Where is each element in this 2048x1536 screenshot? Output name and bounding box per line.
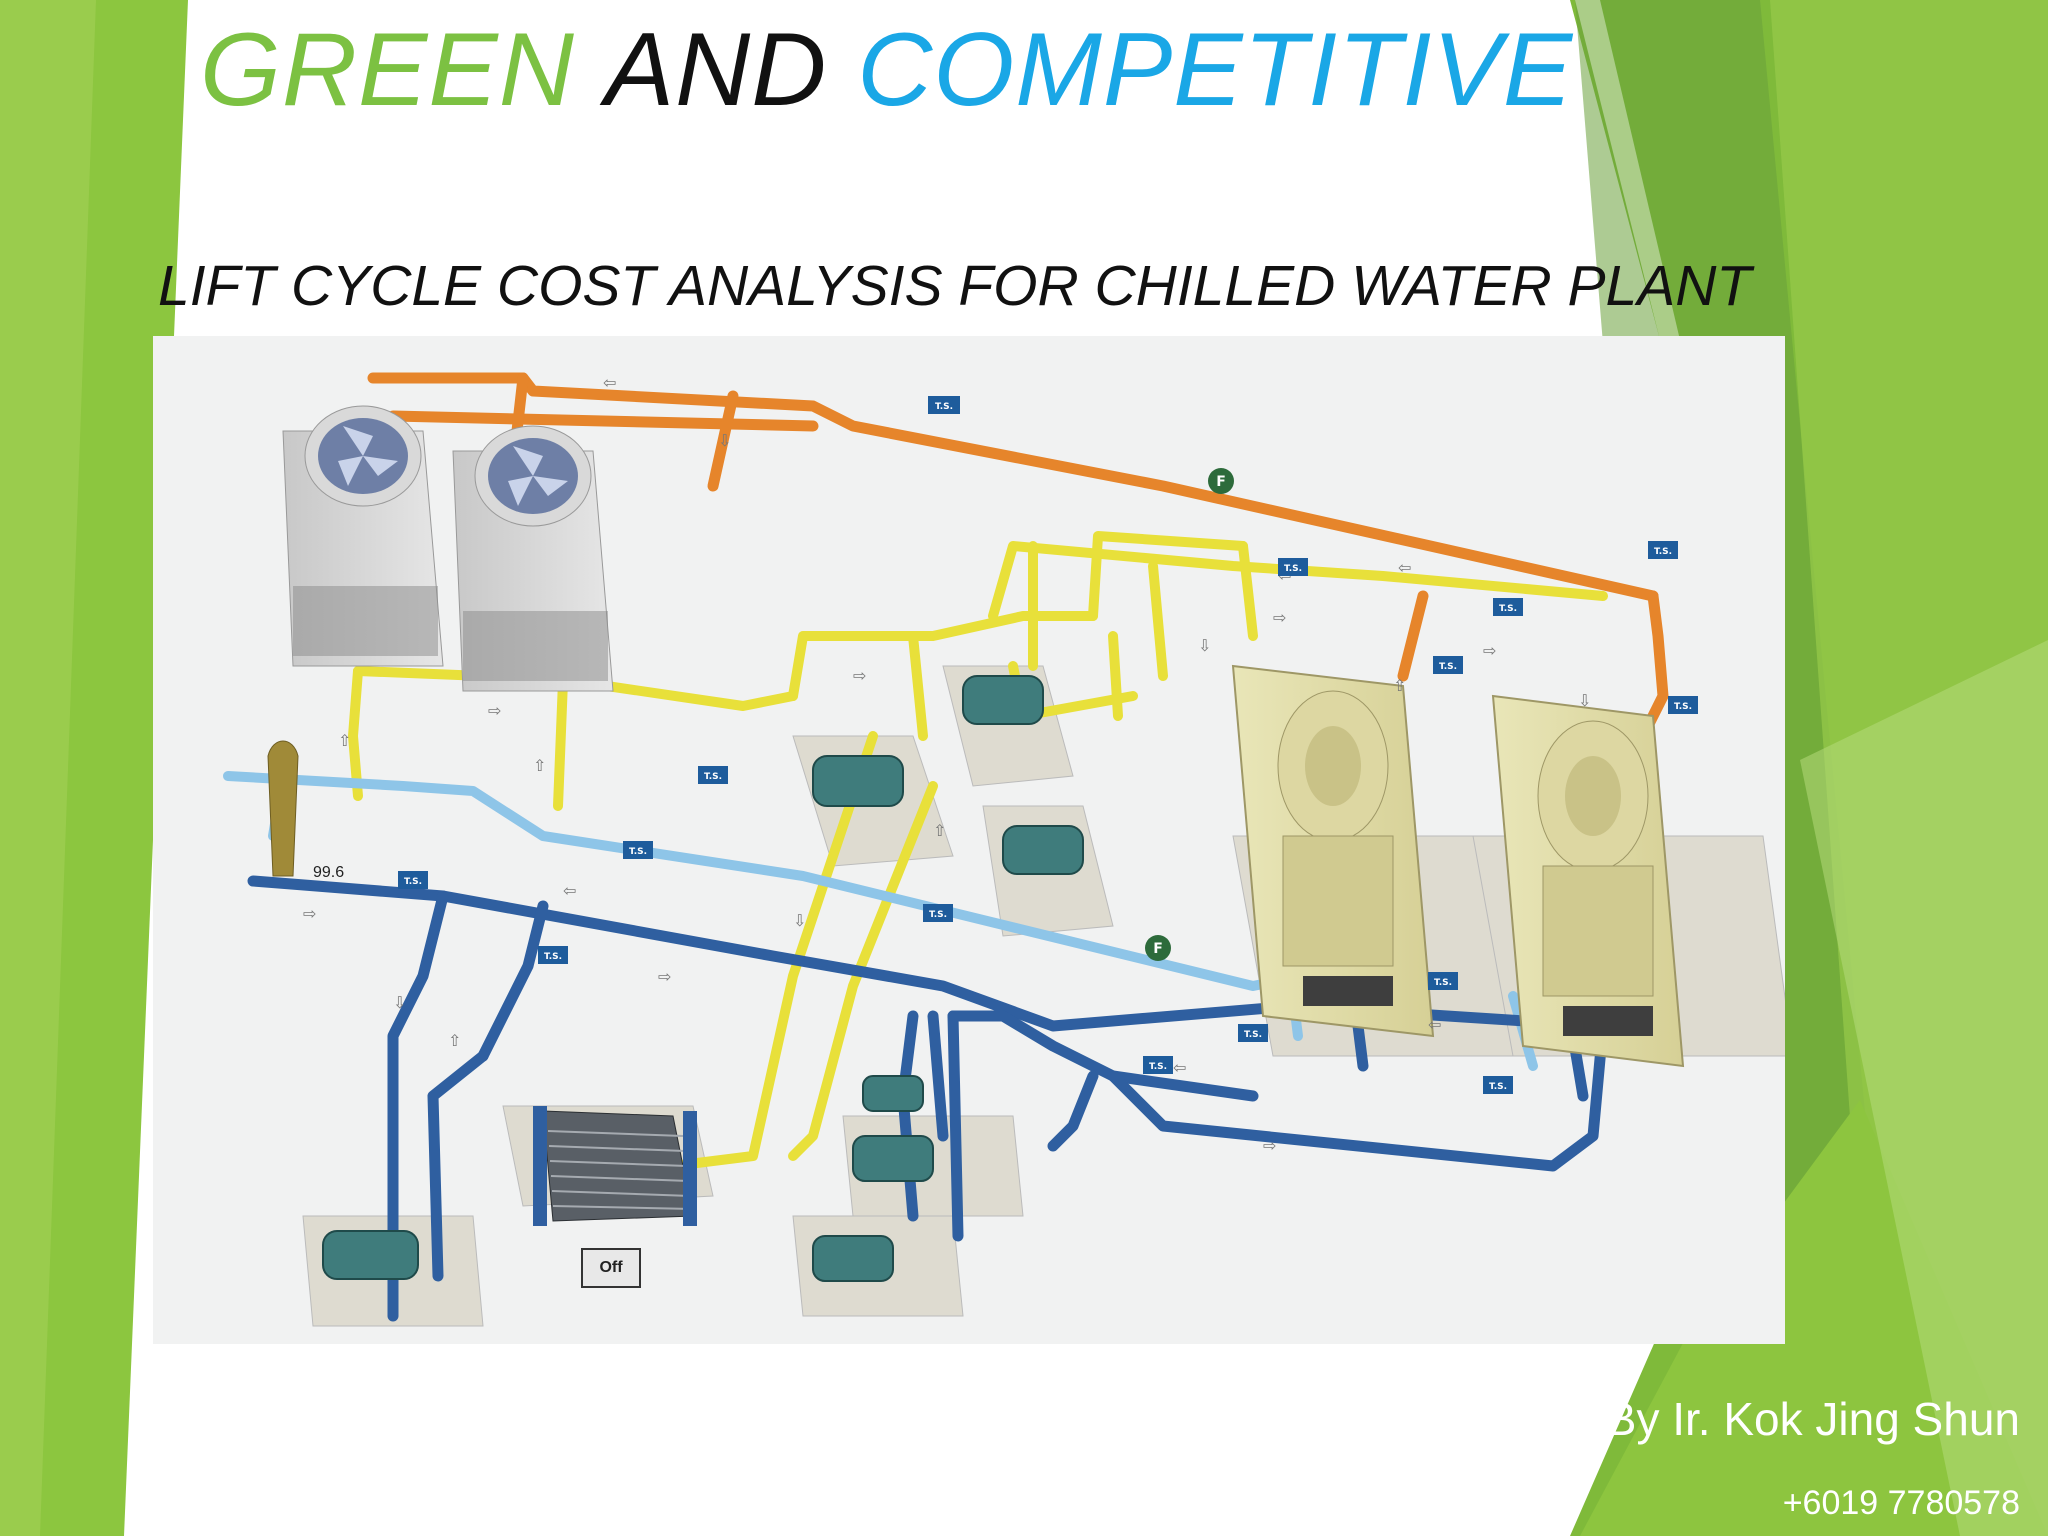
svg-text:⇩: ⇩ bbox=[1198, 636, 1211, 655]
plant-schematic: ⇦⇦⇦ ⇨⇨⇨ ⇨⇦⇦ ⇨⇨⇨ ⇦⇧⇧ ⇧⇧⇩ ⇩⇩⇩ ⇩⇧ T.S. T.S.… bbox=[223, 372, 1794, 1327]
gauge-reading: 99.6 bbox=[313, 864, 345, 881]
expansion-tank bbox=[267, 740, 299, 877]
svg-text:⇨: ⇨ bbox=[1483, 641, 1496, 660]
author-name: By Ir. Kok Jing Shun bbox=[1605, 1393, 2020, 1445]
svg-text:T.S.: T.S. bbox=[1284, 564, 1302, 574]
svg-text:⇩: ⇩ bbox=[393, 993, 406, 1012]
svg-text:T.S.: T.S. bbox=[544, 952, 562, 962]
svg-text:⇨: ⇨ bbox=[1263, 1136, 1276, 1155]
chiller-1 bbox=[1231, 664, 1435, 1038]
cooling-tower-1 bbox=[282, 405, 444, 667]
svg-text:⇨: ⇨ bbox=[1273, 608, 1286, 627]
svg-text:⇨: ⇨ bbox=[658, 967, 671, 986]
title-word-competitive: COMPETITIVE bbox=[857, 12, 1574, 128]
condenser-supply-pipes bbox=[348, 531, 1608, 1171]
svg-text:T.S.: T.S. bbox=[704, 772, 722, 782]
svg-text:⇨: ⇨ bbox=[488, 701, 501, 720]
slide-subtitle: LIFT CYCLE COST ANALYSIS FOR CHILLED WAT… bbox=[158, 254, 1752, 318]
svg-text:⇩: ⇩ bbox=[1578, 691, 1591, 710]
svg-text:T.S.: T.S. bbox=[629, 847, 647, 857]
svg-text:⇦: ⇦ bbox=[1428, 1015, 1441, 1034]
svg-text:⇩: ⇩ bbox=[718, 431, 731, 450]
svg-text:⇧: ⇧ bbox=[533, 756, 546, 775]
pumps bbox=[322, 675, 1084, 1282]
svg-text:T.S.: T.S. bbox=[1439, 662, 1457, 672]
title-word-green: GREEN bbox=[200, 12, 575, 128]
svg-text:T.S.: T.S. bbox=[1244, 1030, 1262, 1040]
svg-text:T.S.: T.S. bbox=[1499, 604, 1517, 614]
svg-text:⇨: ⇨ bbox=[303, 904, 316, 923]
off-button[interactable]: Off bbox=[581, 1248, 641, 1288]
svg-text:T.S.: T.S. bbox=[404, 877, 422, 887]
svg-text:⇦: ⇦ bbox=[563, 881, 576, 900]
svg-text:T.S.: T.S. bbox=[1654, 547, 1672, 557]
ts-label: T.S. bbox=[935, 402, 953, 412]
svg-text:T.S.: T.S. bbox=[1434, 978, 1452, 988]
svg-text:⇧: ⇧ bbox=[448, 1031, 461, 1050]
phone-number: +6019 7780578 bbox=[1782, 1484, 2020, 1522]
svg-text:⇦: ⇦ bbox=[1398, 558, 1411, 577]
temperature-sensors: T.S. T.S. T.S. T.S. T.S. T.S. T.S. T.S. … bbox=[398, 396, 1698, 1094]
chilled-water-plant-diagram: ⇦⇦⇦ ⇨⇨⇨ ⇨⇦⇦ ⇨⇨⇨ ⇦⇧⇧ ⇧⇧⇩ ⇩⇩⇩ ⇩⇧ T.S. T.S.… bbox=[153, 336, 1794, 1344]
title-word-and: AND bbox=[604, 12, 828, 128]
svg-text:⇦: ⇦ bbox=[603, 373, 616, 392]
svg-text:⇧: ⇧ bbox=[338, 731, 351, 750]
svg-text:⇩: ⇩ bbox=[793, 911, 806, 930]
svg-text:⇧: ⇧ bbox=[933, 821, 946, 840]
chiller-2 bbox=[1491, 694, 1685, 1068]
plate-heat-exchanger bbox=[533, 1106, 697, 1226]
svg-text:T.S.: T.S. bbox=[1489, 1082, 1507, 1092]
svg-text:T.S.: T.S. bbox=[929, 910, 947, 920]
flow-meter-label: F bbox=[1216, 474, 1226, 490]
svg-text:⇨: ⇨ bbox=[853, 666, 866, 685]
slide-title: GREEN AND COMPETITIVE bbox=[200, 8, 1573, 133]
svg-text:⇦: ⇦ bbox=[1173, 1058, 1186, 1077]
svg-text:⇧: ⇧ bbox=[1393, 676, 1406, 695]
svg-text:F: F bbox=[1153, 941, 1163, 957]
flow-arrows: ⇦⇦⇦ ⇨⇨⇨ ⇨⇦⇦ ⇨⇨⇨ ⇦⇧⇧ ⇧⇧⇩ ⇩⇩⇩ ⇩⇧ bbox=[303, 373, 1591, 1155]
cooling-tower-2 bbox=[452, 425, 614, 692]
flow-meters: F F bbox=[1145, 468, 1234, 961]
svg-text:T.S.: T.S. bbox=[1674, 702, 1692, 712]
svg-text:T.S.: T.S. bbox=[1149, 1062, 1167, 1072]
